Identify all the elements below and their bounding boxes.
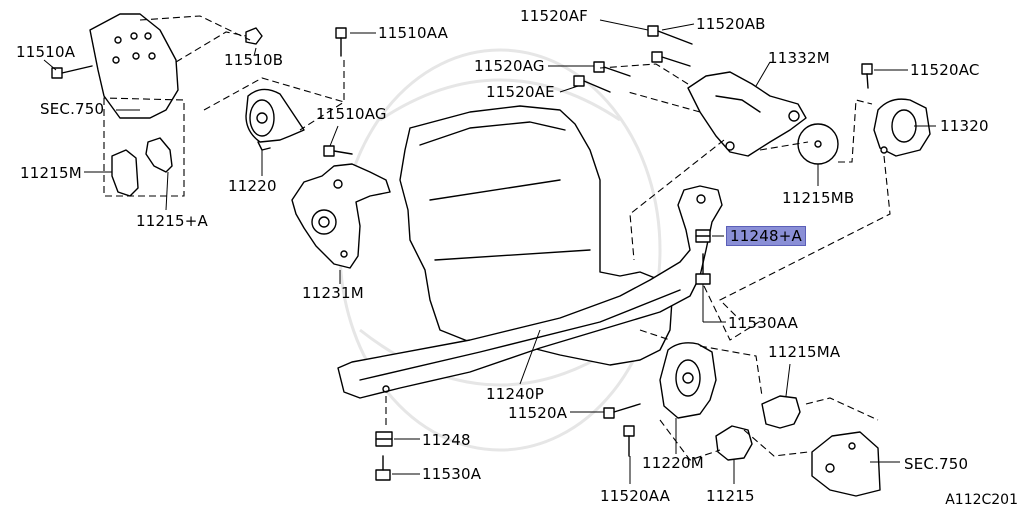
label-11215MB: 11215MB xyxy=(782,189,855,207)
bracket-11231M xyxy=(291,163,391,269)
bracket-sec750-bottom xyxy=(811,431,881,497)
label-11248A-highlighted: 11248+A xyxy=(726,226,806,246)
label-11520AA: 11520AA xyxy=(600,487,671,505)
diagram-code: A112C201 xyxy=(945,492,1018,508)
label-11220M: 11220M xyxy=(642,454,704,472)
label-11215: 11215 xyxy=(706,487,755,505)
leader-lines xyxy=(43,19,936,484)
label-11530AA: 11530AA xyxy=(728,314,799,332)
bracket-11332M xyxy=(687,71,807,157)
rubber-11215 xyxy=(715,425,753,461)
label-11248A: 11248+A xyxy=(726,226,806,246)
nut-11248A xyxy=(695,229,711,243)
label-11215A: 11215+A xyxy=(136,212,208,230)
label-sec750-bottom: SEC.750 xyxy=(904,455,969,473)
bolt-11520AG xyxy=(593,61,631,77)
bolt-11510AA xyxy=(335,27,347,57)
label-11520A: 11520A xyxy=(508,404,568,422)
bolt-11520AC xyxy=(861,63,873,89)
label-11520AF: 11520AF xyxy=(520,7,589,25)
bolt-11510A xyxy=(51,65,93,79)
label-11220: 11220 xyxy=(228,177,277,195)
mount-11320 xyxy=(873,98,931,157)
bolt-11520AB xyxy=(651,51,691,67)
part-11215M xyxy=(111,149,139,197)
rear-mount-11220M xyxy=(659,342,717,419)
bolt-11520AF xyxy=(647,25,693,45)
label-11215M: 11215M xyxy=(20,164,82,182)
rubber-11215MA xyxy=(761,395,801,429)
label-11248: 11248 xyxy=(422,431,471,449)
frame-sec750-top xyxy=(89,13,179,119)
bolt-11510B xyxy=(245,27,263,45)
bolt-11520AE xyxy=(573,75,611,93)
plate-11215MB xyxy=(797,123,839,165)
label-11240P: 11240P xyxy=(486,385,544,403)
label-11510A: 11510A xyxy=(16,43,76,61)
label-11320: 11320 xyxy=(940,117,989,135)
nut-11248 xyxy=(375,431,393,447)
engine-block xyxy=(399,105,673,366)
front-mount-11220 xyxy=(245,88,305,151)
label-11510AG: 11510AG xyxy=(316,105,387,123)
label-11520AC: 11520AC xyxy=(910,61,980,79)
label-11231M: 11231M xyxy=(302,284,364,302)
part-11215A xyxy=(145,137,173,173)
label-11510B: 11510B xyxy=(224,51,284,69)
label-11520AG: 11520AG xyxy=(474,57,545,75)
bolt-11510AG xyxy=(323,145,353,157)
bolt-11520AA xyxy=(623,425,635,457)
label-sec750-top: SEC.750 xyxy=(40,100,105,118)
label-11215MA: 11215MA xyxy=(768,343,841,361)
label-11520AE: 11520AE xyxy=(486,83,555,101)
label-11530A: 11530A xyxy=(422,465,482,483)
assembly-dashed-lines xyxy=(103,15,891,461)
label-11510AA: 11510AA xyxy=(378,24,449,42)
label-11332M: 11332M xyxy=(768,49,830,67)
bolt-11530A xyxy=(375,455,391,481)
bolt-11520A xyxy=(603,403,641,419)
label-11520AB: 11520AB xyxy=(696,15,766,33)
